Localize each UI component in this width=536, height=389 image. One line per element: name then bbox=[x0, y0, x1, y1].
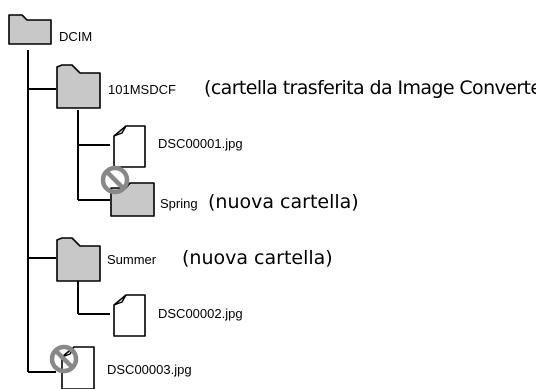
file-label-dsc00002: DSC00002.jpg bbox=[158, 306, 243, 321]
prohibited-icon-dsc00003 bbox=[49, 344, 79, 374]
folder-label-spring: Spring bbox=[160, 196, 198, 211]
folder-icon-101msdcf[interactable] bbox=[56, 64, 101, 109]
folder-icon-spring[interactable] bbox=[110, 182, 155, 217]
tree-connectors bbox=[27, 50, 110, 373]
prohibited-icon-spring bbox=[100, 165, 130, 195]
file-icon-dsc00001[interactable] bbox=[113, 125, 146, 168]
folder-icon-dcim[interactable] bbox=[8, 14, 52, 45]
file-label-dsc00001: DSC00001.jpg bbox=[158, 136, 243, 151]
file-icon-dsc00002[interactable] bbox=[113, 294, 146, 337]
folder-label-summer: Summer bbox=[107, 252, 157, 267]
folder-note-summer: (nuova cartella) bbox=[182, 247, 333, 269]
folder-label-101msdcf: 101MSDCF bbox=[108, 82, 176, 97]
file-icon-dsc00003[interactable] bbox=[61, 346, 95, 389]
folder-note-spring: (nuova cartella) bbox=[208, 191, 359, 213]
folder-note-101msdcf: (cartella trasferita da Image Converter) bbox=[204, 77, 536, 99]
file-label-dsc00003: DSC00003.jpg bbox=[107, 362, 192, 377]
folder-label-dcim: DCIM bbox=[59, 29, 93, 44]
folder-icon-summer[interactable] bbox=[56, 237, 101, 282]
